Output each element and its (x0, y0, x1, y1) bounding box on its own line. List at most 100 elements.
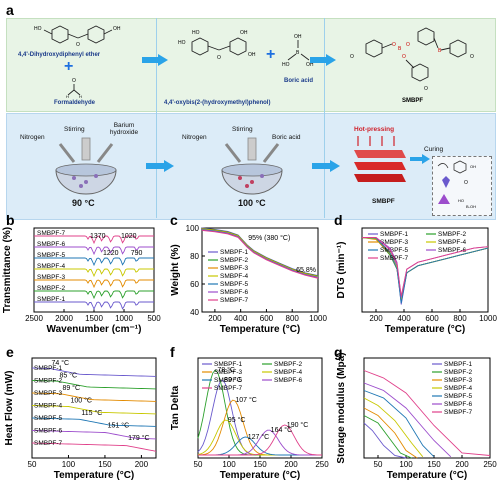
tan-delta-peak-label: 78 °C (217, 366, 235, 374)
ftir-peak-label: 1370 (90, 233, 106, 240)
svg-text:B: B (438, 48, 442, 54)
panel-label-b: b (6, 212, 15, 228)
tga-series-line (201, 229, 319, 279)
legend-label: SMBPF-2 (444, 369, 473, 376)
x-axis-title: Wavenumber (cm⁻¹) (47, 324, 142, 335)
svg-text:O: O (424, 86, 428, 92)
legend-label: SMBPF-7 (220, 297, 249, 304)
legend-label: SMBPF-1 (220, 249, 249, 256)
ftir-peak-label: 1020 (121, 233, 137, 240)
panel-label-a: a (6, 2, 14, 18)
x-tick-label: 1000 (115, 314, 133, 323)
flask-icon-2 (221, 137, 283, 195)
ftir-series-label: SMBPF-2 (37, 285, 66, 292)
svg-text:OH: OH (240, 30, 248, 36)
legend-label: SMBPF-5 (214, 377, 243, 384)
dsc-series-line (31, 392, 157, 402)
svg-text:B-OH: B-OH (466, 204, 476, 209)
y-tick-label: 80 (190, 252, 199, 261)
x-tick-label: 1500 (85, 314, 103, 323)
legend-label: SMBPF-4 (444, 385, 473, 392)
x-tick-label: 400 (397, 314, 411, 323)
ftir-series-line (34, 301, 154, 311)
step2-boric-acid: Boric acid (272, 134, 301, 141)
ftir-series-label: SMBPF-5 (37, 252, 66, 259)
panel-label-g: g (334, 344, 343, 360)
x-axis-title: Temperature (°C) (385, 324, 466, 335)
legend-label: SMBPF-2 (438, 231, 467, 238)
dsc-series-line (31, 405, 157, 415)
svg-text:O: O (72, 78, 76, 84)
plot-frame (31, 357, 157, 459)
x-tick-label: 400 (234, 314, 248, 323)
x-tick-label: 100 (62, 460, 76, 469)
ftir-series-label: SMBPF-6 (37, 241, 66, 248)
dsc-series-label: SMBPF-6 (34, 428, 63, 435)
legend-label: SMBPF-7 (214, 385, 243, 392)
storage-modulus-series-line (363, 422, 407, 459)
y-tick-label: 100 (186, 224, 200, 233)
dtg-series-line (362, 237, 489, 297)
x-tick-label: 150 (253, 460, 267, 469)
x-tick-label: 1000 (309, 314, 327, 323)
plot-frame (361, 227, 489, 313)
plot-frame (363, 357, 491, 459)
y-tick-label: 40 (190, 308, 199, 317)
panel-label-d: d (334, 212, 343, 228)
product-label: SMBPF (402, 98, 423, 104)
x-tick-label: 200 (284, 460, 298, 469)
tan-delta-peak-label: 89 °C (224, 376, 242, 384)
storage-modulus-series-line (363, 382, 452, 458)
legend-label: SMBPF-6 (220, 289, 249, 296)
legend-label: SMBPF-4 (274, 369, 303, 376)
storage-modulus-series-line (363, 415, 412, 459)
dsc-series-line (31, 367, 157, 377)
ftir-series-label: SMBPF-7 (37, 230, 66, 237)
tan-delta-peak-label: 164 °C (271, 426, 292, 434)
legend-label: SMBPF-3 (214, 369, 243, 376)
tga-annotation: 95% (380 °C) (248, 234, 290, 242)
svg-text:OH: OH (248, 52, 256, 58)
arrow-icon-3 (146, 160, 174, 172)
x-tick-label: 150 (427, 460, 441, 469)
x-tick-label: 150 (98, 460, 112, 469)
dsc-tg-label: 85 °C (60, 372, 78, 380)
svg-text:HO: HO (458, 198, 464, 203)
x-tick-label: 200 (455, 460, 469, 469)
tan-delta-peak-label: 127 °C (248, 433, 269, 441)
legend-label: SMBPF-5 (220, 281, 249, 288)
svg-text:O: O (406, 42, 410, 48)
storage-modulus-series-line (363, 390, 435, 458)
boric-acid-structure: OH B HO OH (282, 34, 314, 68)
svg-text:H: H (66, 94, 69, 99)
legend-label: SMBPF-3 (220, 265, 249, 272)
ftir-series-line (34, 257, 154, 267)
x-tick-label: 800 (453, 314, 467, 323)
svg-text:HO: HO (34, 26, 42, 32)
dihydroxydiphenyl-ether-structure: O HO OH (34, 25, 121, 48)
x-tick-label: 600 (425, 314, 439, 323)
y-axis-title: Transmittance (%) (2, 227, 13, 313)
dtg-series-line (361, 237, 489, 304)
legend-label: SMBPF-3 (380, 239, 409, 246)
tga-annotation: 65.8% (296, 267, 316, 274)
divider-line-1 (156, 18, 157, 218)
tan-delta-peak-label: 95 °C (228, 416, 246, 424)
ftir-series-line (34, 290, 154, 300)
ftir-series-line (34, 279, 154, 289)
legend-label: SMBPF-7 (380, 255, 409, 262)
y-axis-title: DTG (min⁻¹) (336, 242, 347, 299)
legend-label: SMBPF-6 (274, 377, 303, 384)
svg-text:O: O (217, 55, 221, 61)
step3-product-label: SMBPF (372, 198, 395, 205)
y-axis-title: Heat Flow (mW) (4, 371, 15, 446)
y-axis-title: Weight (%) (170, 244, 181, 295)
x-tick-label: 50 (28, 460, 37, 469)
x-tick-label: 50 (194, 460, 203, 469)
legend-label: SMBPF-4 (220, 273, 249, 280)
y-tick-label: 60 (190, 280, 199, 289)
ftir-series-line (34, 246, 154, 256)
svg-text:HO: HO (192, 30, 200, 36)
